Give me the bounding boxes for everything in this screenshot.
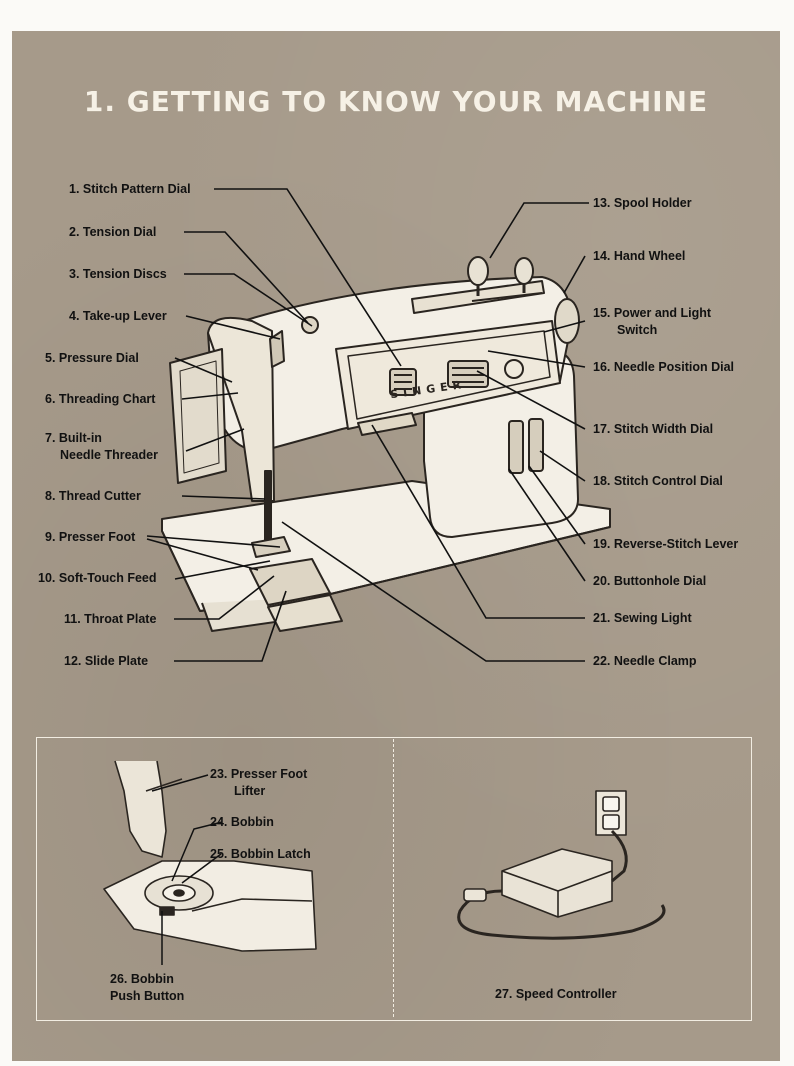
callout-6: 6. Threading Chart (45, 392, 156, 406)
inset-leader-lines (151, 774, 223, 965)
callout-26: 26. Bobbin Push Button (110, 971, 184, 1005)
buttonhole-dial (528, 418, 544, 472)
take-up-lever (269, 330, 285, 368)
machine-head (207, 317, 275, 502)
hand-wheel (554, 298, 580, 344)
callout-13: 13. Spool Holder (593, 196, 692, 210)
bobbin-push-button (159, 906, 175, 916)
callout-20: 20. Buttonhole Dial (593, 574, 707, 588)
callout-27: 27. Speed Controller (495, 987, 617, 1001)
instruction-page: 1. GETTING TO KNOW YOUR MACHINE (12, 31, 780, 1061)
inset-frame (36, 737, 752, 1021)
throat-plate (249, 558, 331, 606)
callout-14: 14. Hand Wheel (593, 249, 686, 263)
leader-lines (146, 188, 589, 662)
inset-divider (393, 739, 394, 1017)
callout-21: 21. Sewing Light (593, 611, 692, 625)
presser-foot-assembly (114, 760, 167, 858)
callout-7-line1: 7. Built-in (45, 431, 102, 445)
callout-1: 1. Stitch Pattern Dial (69, 182, 191, 196)
callout-26-line2: Push Button (110, 989, 185, 1003)
power-cord (457, 889, 666, 940)
callout-23-line1: 23. Presser Foot (210, 767, 308, 781)
callout-7: 7. Built-in Needle Threader (45, 430, 158, 464)
callout-10: 10. Soft-Touch Feed (38, 571, 157, 585)
slide-plate (267, 594, 343, 632)
singer-logo-badge (504, 359, 524, 379)
callout-16: 16. Needle Position Dial (593, 360, 735, 374)
callout-26-line1: 26. Bobbin (110, 972, 174, 986)
foot-pedal (501, 848, 613, 918)
sewing-machine-drawing (161, 256, 611, 632)
spool (467, 256, 489, 286)
callout-25: 25. Bobbin Latch (210, 847, 311, 861)
sewing-light (357, 412, 417, 436)
stitch-control-dial (508, 420, 524, 474)
bobbin-area-drawing (103, 760, 317, 952)
callout-23-line2: Lifter (234, 784, 266, 798)
callout-18: 18. Stitch Control Dial (593, 474, 723, 488)
callout-2: 2. Tension Dial (69, 225, 157, 239)
page-title: 1. GETTING TO KNOW YOUR MACHINE (83, 85, 709, 118)
callout-9: 9. Presser Foot (45, 530, 136, 544)
callout-15: 15. Power and Light Switch (593, 305, 711, 339)
threading-chart-panel (169, 348, 227, 484)
cord-plug (463, 888, 487, 902)
callout-3: 3. Tension Discs (69, 267, 167, 281)
callout-22: 22. Needle Clamp (593, 654, 697, 668)
callout-17: 17. Stitch Width Dial (593, 422, 714, 436)
callout-15-line2: Switch (617, 323, 658, 337)
speed-controller-drawing (457, 790, 666, 940)
callout-5: 5. Pressure Dial (45, 351, 139, 365)
callout-23: 23. Presser Foot Lifter (210, 766, 307, 800)
callout-7-line2: Needle Threader (60, 448, 158, 462)
machine-illustration (103, 188, 666, 965)
callout-19: 19. Reverse-Stitch Lever (593, 537, 739, 551)
callout-15-line1: 15. Power and Light (593, 306, 712, 320)
callout-4: 4. Take-up Lever (69, 309, 167, 323)
callout-8: 8. Thread Cutter (45, 489, 141, 503)
callout-12: 12. Slide Plate (64, 654, 149, 668)
callout-11: 11. Throat Plate (64, 612, 157, 626)
callout-24: 24. Bobbin (210, 815, 274, 829)
